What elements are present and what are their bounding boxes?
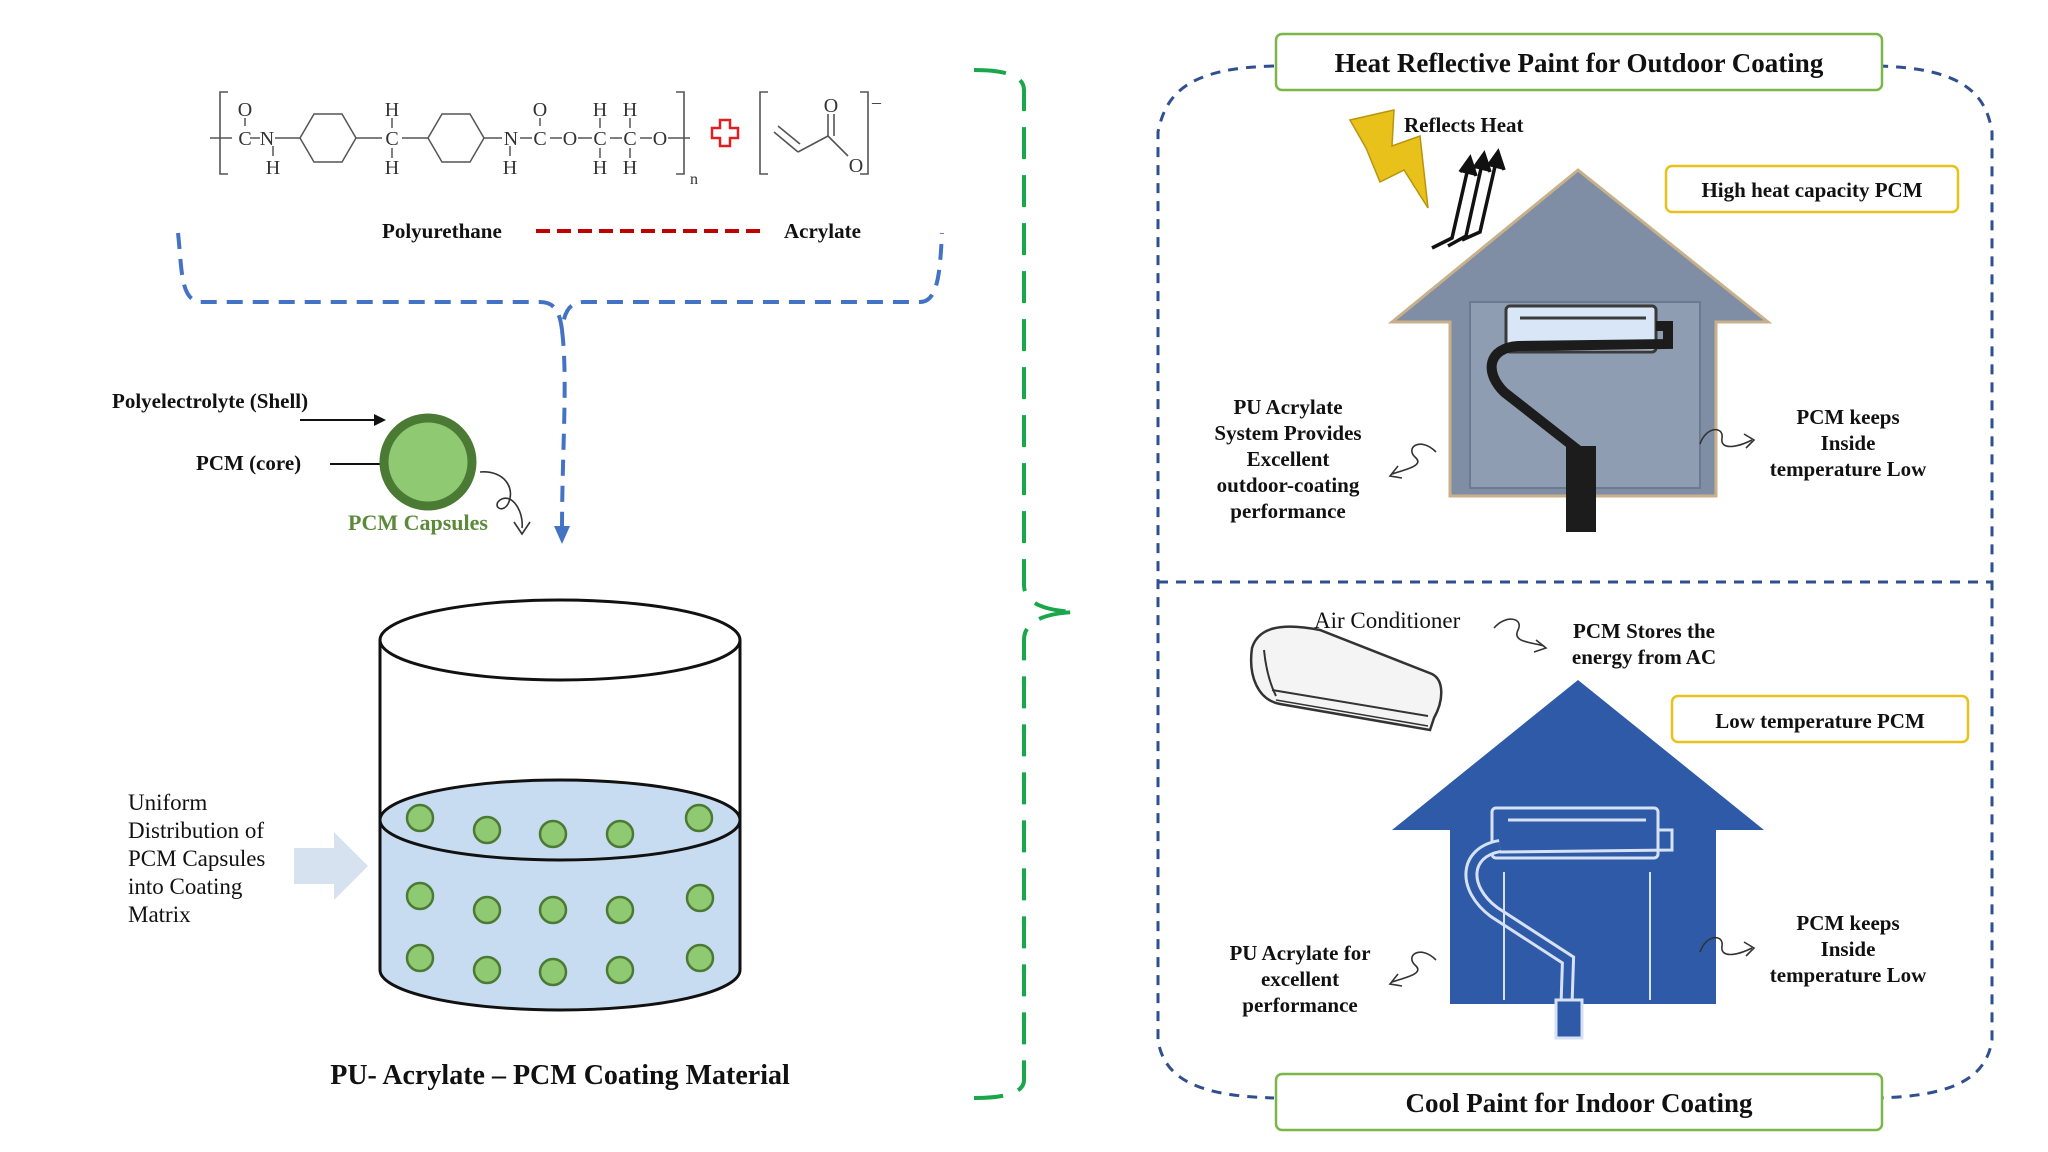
curved-arrow-icon (1699, 936, 1753, 956)
atom-o: O (533, 99, 547, 121)
svg-text:Uniform: Uniform (128, 790, 207, 815)
plus-icon (710, 118, 740, 148)
indoor-house-icon (1392, 680, 1764, 1040)
subscript-n: n (690, 171, 698, 188)
chemical-formula: O C N H H C H N H C O O C H H C H H O n (210, 91, 698, 188)
atom-h: H (266, 157, 280, 179)
outdoor-title: Heat Reflective Paint for Outdoor Coatin… (1335, 48, 1824, 78)
svg-text:excellent: excellent (1261, 967, 1339, 991)
capsule-dots (405, 803, 715, 987)
svg-text:PCM Stores the: PCM Stores the (1573, 619, 1715, 643)
indoor-right-text: PCM keeps Inside temperature Low (1770, 911, 1927, 987)
low-temp-pcm-box (1670, 694, 1970, 744)
svg-text:PU Acrylate for: PU Acrylate for (1229, 941, 1370, 965)
indoor-left-text: PU Acrylate for excellent performance (1229, 941, 1370, 1017)
coating-material-caption: PU- Acrylate – PCM Coating Material (330, 1060, 790, 1091)
atom-h: H (385, 157, 399, 179)
outdoor-right-text: PCM keeps Inside temperature Low (1770, 405, 1927, 481)
high-heat-pcm-label: High heat capacity PCM (1701, 178, 1922, 202)
charge-sign: – (871, 92, 882, 112)
pcm-capsule-group: Polyelectrolyte (Shell) PCM (core) PCM C… (112, 389, 531, 536)
curved-arrow-icon (1391, 443, 1437, 475)
atom-c: C (385, 128, 398, 150)
svg-text:System Provides: System Provides (1214, 421, 1361, 445)
svg-text:temperature Low: temperature Low (1770, 457, 1927, 481)
atom-o: O (849, 155, 863, 177)
coating-container (378, 598, 742, 1012)
curved-arrow-icon (1699, 428, 1753, 448)
atom-o: O (238, 99, 252, 121)
pcm-capsule-icon (379, 413, 477, 511)
atom-h: H (593, 157, 607, 179)
pcm-capsules-caption: PCM Capsules (348, 510, 488, 535)
svg-text:outdoor-coating: outdoor-coating (1217, 473, 1360, 497)
paint-roller-icon (1490, 806, 1660, 860)
panel-right-border (1877, 64, 1994, 1100)
atom-c: C (623, 128, 636, 150)
air-conditioner-label: Air Conditioner (1314, 608, 1461, 633)
outdoor-house-icon (1387, 168, 1773, 532)
shell-label: Polyelectrolyte (Shell) (112, 389, 308, 413)
distribution-text: Uniform Distribution of PCM Capsules int… (128, 790, 265, 927)
atom-n: N (504, 128, 518, 150)
atom-o: O (824, 95, 838, 117)
atom-o: O (563, 128, 577, 150)
svg-text:performance: performance (1242, 993, 1357, 1017)
atom-h: H (503, 157, 517, 179)
heat-arrows-icon (1431, 148, 1506, 250)
svg-text:Distribution of: Distribution of (128, 818, 264, 843)
lightning-bolt-icon (1348, 109, 1429, 209)
high-heat-pcm-box (1664, 164, 1960, 214)
svg-text:PU Acrylate: PU Acrylate (1233, 395, 1342, 419)
atom-h: H (385, 99, 399, 121)
atom-c: C (593, 128, 606, 150)
atom-h: H (623, 99, 637, 121)
atom-h: H (623, 157, 637, 179)
green-dashed-brace (973, 68, 1077, 1100)
ac-energy-text: PCM Stores the energy from AC (1572, 619, 1716, 669)
blue-dashed-brace (176, 232, 944, 531)
outdoor-left-text: PU Acrylate System Provides Excellent ou… (1214, 395, 1361, 523)
polyurethane-label: Polyurethane (382, 219, 502, 243)
acrylate-label: Acrylate (784, 219, 861, 243)
svg-text:into Coating: into Coating (128, 874, 243, 899)
reflects-heat-label: Reflects Heat (1404, 113, 1524, 137)
atom-c: C (533, 128, 546, 150)
svg-text:PCM Capsules: PCM Capsules (128, 846, 265, 871)
curved-arrow-icon (1493, 618, 1545, 647)
atom-o: O (653, 128, 667, 150)
outdoor-title-box (1274, 32, 1884, 92)
atom-h: H (593, 99, 607, 121)
core-label: PCM (core) (196, 451, 301, 475)
svg-text:temperature Low: temperature Low (1770, 963, 1927, 987)
acrylate-structure: O O – (759, 91, 882, 177)
svg-text:Inside: Inside (1821, 937, 1876, 961)
arrow-right-icon (294, 832, 368, 900)
indoor-title: Cool Paint for Indoor Coating (1405, 1088, 1753, 1118)
atom-n: N (260, 128, 274, 150)
panel-left-border (1156, 64, 1275, 1100)
svg-text:PCM keeps: PCM keeps (1796, 911, 1899, 935)
svg-text:Inside: Inside (1821, 431, 1876, 455)
svg-text:energy from AC: energy from AC (1572, 645, 1716, 669)
arrow-right-icon (374, 414, 386, 426)
indoor-title-box (1274, 1072, 1884, 1132)
curved-arrow-icon (479, 471, 523, 529)
svg-text:Excellent: Excellent (1247, 447, 1330, 471)
svg-text:Matrix: Matrix (128, 902, 191, 927)
svg-text:performance: performance (1230, 499, 1345, 523)
low-temp-pcm-label: Low temperature PCM (1715, 709, 1925, 733)
svg-text:PCM keeps: PCM keeps (1796, 405, 1899, 429)
air-conditioner-icon (1249, 625, 1443, 732)
atom-c: C (238, 128, 251, 150)
curved-arrow-icon (1391, 951, 1437, 983)
arrow-down-icon (554, 526, 570, 544)
